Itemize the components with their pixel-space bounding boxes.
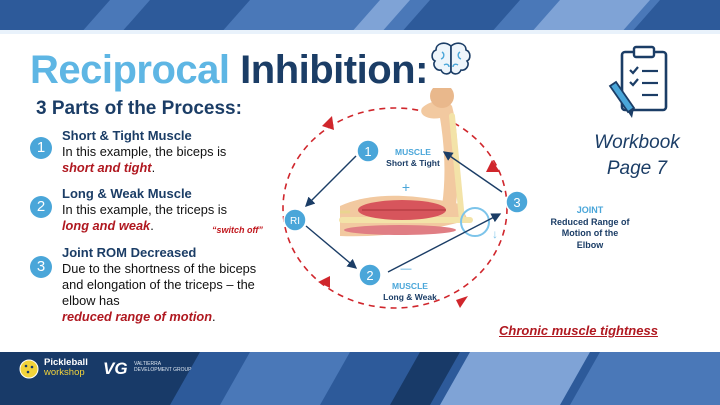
step-1-period: . <box>151 160 156 175</box>
vg-company-name: VALTIERRA DEVELOPMENT GROUP <box>134 361 192 373</box>
muscle-2-title: MUSCLE <box>392 281 428 291</box>
workbook-reference: Workbook Page 7 <box>582 130 692 182</box>
svg-text:RI: RI <box>290 216 300 227</box>
muscle-1-desc: Short & Tight <box>386 158 440 168</box>
title-part-1: Reciprocal <box>30 48 230 92</box>
switch-off-note: “switch off” <box>212 225 263 235</box>
step-3-period: . <box>212 309 216 324</box>
page-title: Reciprocal Inhibition: <box>30 48 428 93</box>
vg-logo: VG <box>103 359 128 378</box>
diagram-marker-1: 1 <box>356 139 380 163</box>
step-3-text: Due to the shortness of the biceps and e… <box>62 261 257 308</box>
process-subtitle: 3 Parts of the Process: <box>36 98 242 119</box>
svg-text:3: 3 <box>513 195 520 210</box>
step-2-number: 2 <box>30 196 52 218</box>
ri-marker: RI <box>283 208 307 232</box>
muscle-1-label: MUSCLE Short & Tight <box>378 147 448 169</box>
step-2: Long & Weak Muscle In this example, the … <box>62 186 277 234</box>
step-2-emphasis: long and weak <box>62 218 151 233</box>
clipboard-icon <box>608 45 668 118</box>
step-3: Joint ROM Decreased Due to the shortness… <box>62 245 272 325</box>
diagram-marker-2: 2 <box>358 263 382 287</box>
step-1: Short & Tight Muscle In this example, th… <box>62 128 277 176</box>
logo-line-1: Pickleball <box>44 357 88 368</box>
svg-text:1: 1 <box>364 144 371 159</box>
plus-sign: + <box>402 179 410 195</box>
workbook-line-2: Page 7 <box>606 158 668 179</box>
top-banner <box>0 0 720 34</box>
joint-desc: Reduced Range of Motion of the Elbow <box>550 216 630 250</box>
svg-text:↓: ↓ <box>492 227 498 241</box>
joint-title: JOINT <box>576 205 604 215</box>
step-3-number: 3 <box>30 256 52 278</box>
step-2-text: In this example, the triceps is <box>62 202 228 217</box>
pickleball-logo-icon <box>19 359 39 379</box>
step-2-period: . <box>150 218 154 233</box>
minus-sign: — <box>401 263 412 275</box>
chronic-tightness-note: Chronic muscle tightness <box>499 323 658 338</box>
bottom-banner <box>0 352 720 405</box>
step-1-emphasis: short and tight <box>62 160 152 175</box>
logo-line-2: workshop <box>44 367 85 378</box>
workbook-line-1: Workbook <box>594 132 680 153</box>
brain-icon <box>431 42 471 75</box>
step-1-number: 1 <box>30 137 52 159</box>
muscle-2-desc: Long & Weak <box>383 292 437 302</box>
step-1-heading: Short & Tight Muscle <box>62 128 192 143</box>
step-1-text: In this example, the biceps is <box>62 144 227 159</box>
svg-text:2: 2 <box>366 268 373 283</box>
muscle-1-title: MUSCLE <box>395 147 431 157</box>
arm-diagram: ↓ 1 2 3 RI + — <box>282 88 529 309</box>
title-part-2: Inhibition: <box>240 48 428 92</box>
muscle-2-label: MUSCLE Long & Weak <box>372 281 448 303</box>
step-3-heading: Joint ROM Decreased <box>62 245 197 260</box>
step-2-heading: Long & Weak Muscle <box>62 186 192 201</box>
joint-label: JOINT Reduced Range of Motion of the Elb… <box>550 205 630 251</box>
step-3-emphasis: reduced range of motion <box>62 309 213 324</box>
diagram-marker-3: 3 <box>505 190 529 214</box>
